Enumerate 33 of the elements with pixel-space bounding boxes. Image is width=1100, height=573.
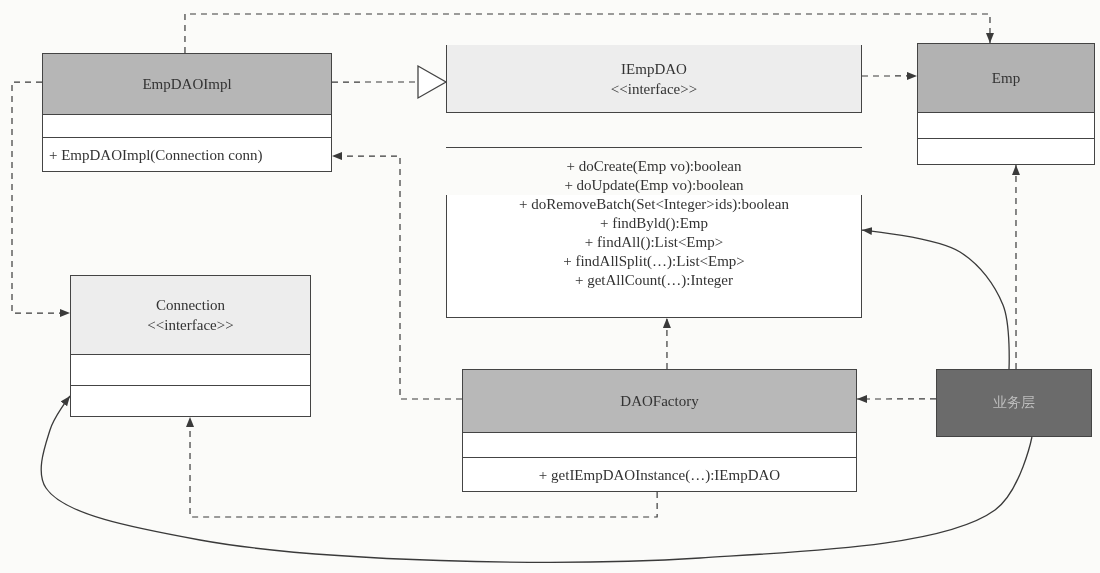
class-name: Emp (991, 69, 1021, 88)
class-name: DAOFactory (620, 392, 699, 411)
dependency-arrow (662, 317, 671, 370)
method-signature: + doRemoveBatch(Set<Integer>ids):boolean (519, 195, 789, 214)
class-name: Connection (155, 296, 226, 315)
realization-arrow (331, 65, 447, 99)
method-signature: + findAll():List<Emp> (584, 233, 724, 252)
method-signature: + doCreate(Emp vo):boolean (566, 157, 742, 176)
class-box (70, 275, 311, 417)
class-name: EmpDAOImpl (142, 75, 232, 94)
dependency-arrow (1011, 164, 1020, 370)
dependency-arrow (856, 395, 937, 403)
dependency-arrow (861, 71, 918, 80)
method-signature: + findAllSplit(…):List<Emp> (563, 252, 745, 271)
interface-box (446, 45, 862, 318)
method-signature: + findByld():Emp (599, 214, 708, 233)
dependency-arrow (11, 81, 71, 318)
dependency-arrow (186, 416, 658, 518)
dependency-arrow (331, 152, 463, 400)
class-box (42, 53, 332, 172)
layer-box: 业务层 (936, 369, 1092, 437)
method-signature: + EmpDAOImpl(Connection conn) (48, 145, 264, 165)
method-signature: + getIEmpDAOInstance(…):IEmpDAO (537, 465, 782, 485)
class-box (462, 369, 857, 492)
class-box (917, 43, 1095, 165)
arrow (861, 227, 1010, 370)
class-name: IEmpDAO (621, 59, 687, 79)
stereotype: <<interface>> (610, 79, 698, 99)
method-signature: + getAllCount(…):Integer (575, 271, 733, 290)
arrow (40, 395, 1033, 563)
stereotype: <<interface>> (147, 316, 234, 335)
method-signature: + doUpdate(Emp vo):boolean (564, 176, 744, 195)
dependency-arrow (184, 13, 994, 54)
